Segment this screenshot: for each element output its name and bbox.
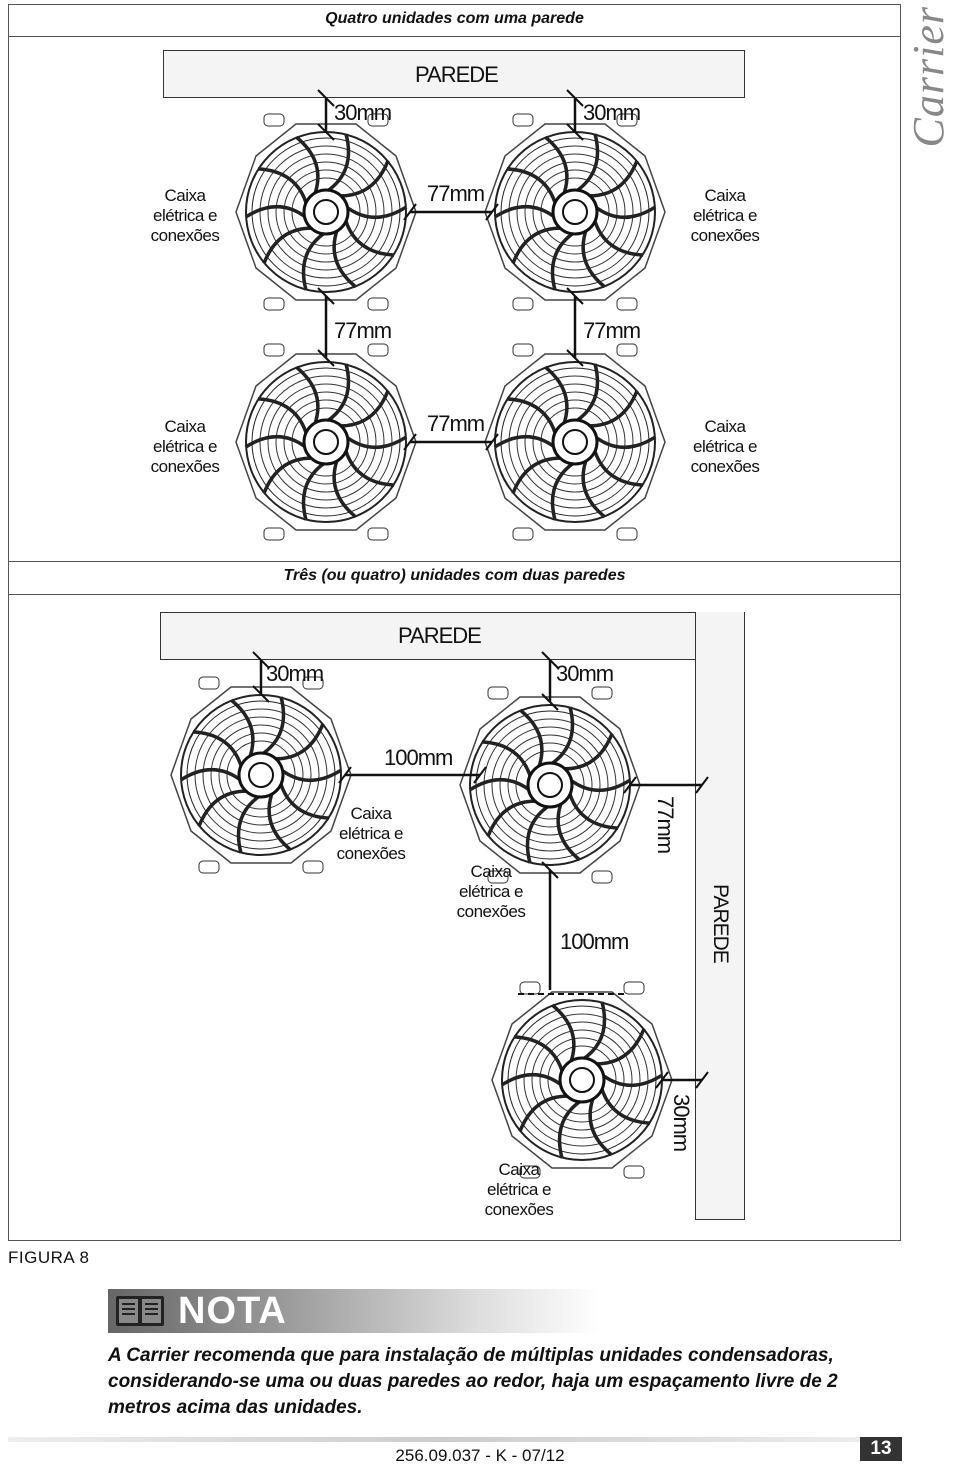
dim-label: 30mm [266, 661, 324, 686]
section-title-two-walls: Três (ou quatro) unidades com duas pared… [283, 567, 626, 584]
section-title-one-wall: Quatro unidades com uma parede [325, 10, 584, 27]
wall-label: PAREDE [415, 62, 499, 87]
page-number: 13 [860, 1437, 902, 1461]
wall-label-side: PAREDE [709, 884, 732, 963]
dim-label: 77mm [583, 318, 641, 343]
wall-side [695, 612, 745, 1220]
dim-label: 77mm [334, 318, 392, 343]
dim-label: 100mm [384, 745, 453, 770]
dim-label: 30mm [583, 100, 641, 125]
dim-label: 77mm [653, 796, 678, 854]
figure-frame [8, 4, 901, 1241]
dim-label: 30mm [334, 100, 392, 125]
nota-banner [108, 1289, 600, 1333]
doc-number: 256.09.037 - K - 07/12 [395, 1446, 565, 1465]
nota-heading: NOTA [178, 1290, 287, 1332]
dim-label: 30mm [669, 1094, 694, 1152]
figure-label: FIGURA 8 [8, 1248, 90, 1267]
dim-label: 30mm [556, 661, 614, 686]
header-divider [8, 36, 901, 37]
section-divider [8, 594, 901, 595]
dim-label: 77mm [427, 411, 485, 436]
dim-label: 77mm [427, 181, 485, 206]
wall-top [163, 50, 745, 98]
dim-label: 100mm [560, 929, 629, 954]
footer-rule [8, 1437, 878, 1442]
wall-top-2 [160, 612, 745, 660]
section-divider [8, 561, 901, 562]
book-icon [116, 1296, 164, 1326]
nota-body: A Carrier recomenda que para instalação … [108, 1345, 838, 1418]
wall-label-top: PAREDE [398, 623, 482, 648]
